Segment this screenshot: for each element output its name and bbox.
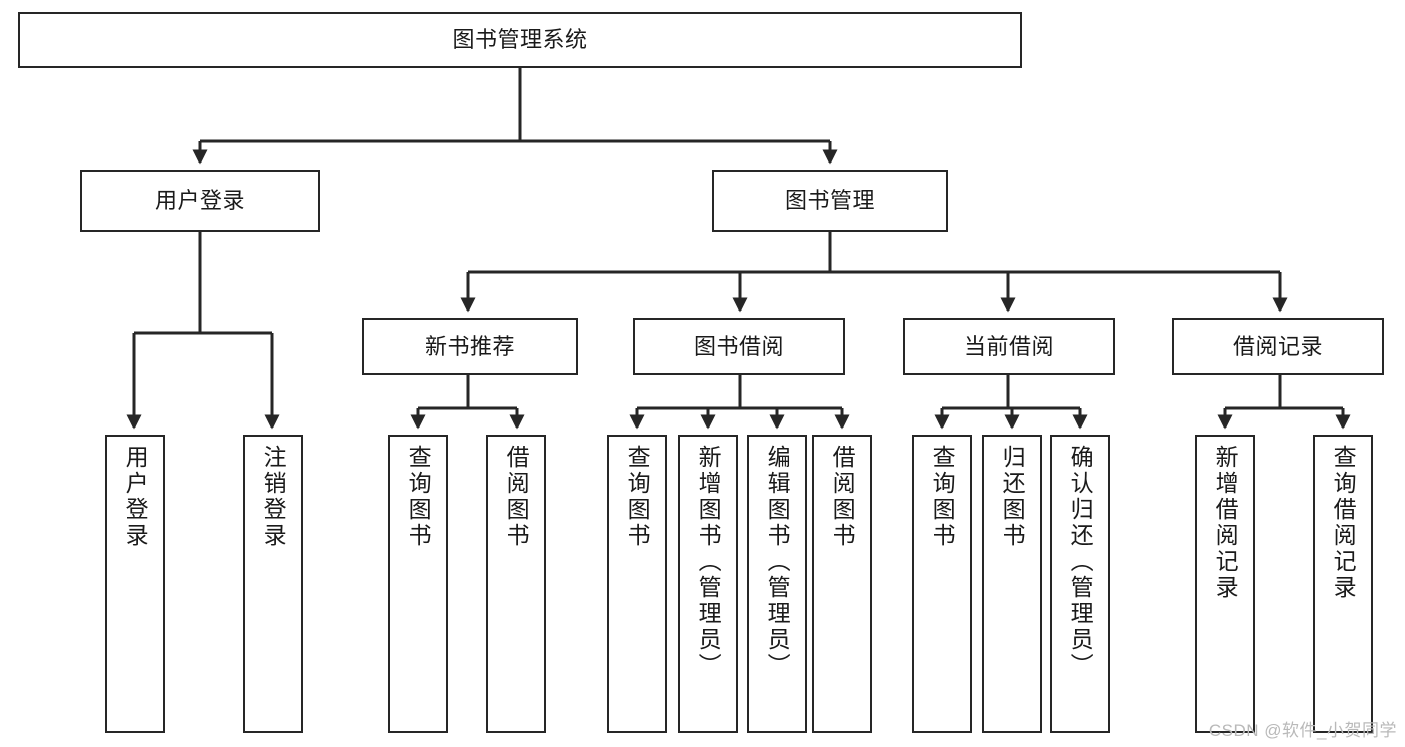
node-leaf-borrow-book-1[interactable]: 借阅图书 bbox=[486, 435, 546, 733]
node-leaf-add-book-label: 新增图书（管理员） bbox=[695, 445, 722, 679]
node-book-manage[interactable]: 图书管理 bbox=[712, 170, 948, 232]
node-leaf-query-book-1-label: 查询图书 bbox=[405, 445, 432, 549]
node-current-borrow[interactable]: 当前借阅 bbox=[903, 318, 1115, 375]
node-root-label: 图书管理系统 bbox=[452, 27, 588, 53]
node-leaf-confirm-return[interactable]: 确认归还（管理员） bbox=[1050, 435, 1110, 733]
node-leaf-add-book[interactable]: 新增图书（管理员） bbox=[678, 435, 738, 733]
node-book-manage-label: 图书管理 bbox=[784, 188, 875, 214]
node-borrow-record[interactable]: 借阅记录 bbox=[1172, 318, 1384, 375]
node-leaf-confirm-return-label: 确认归还（管理员） bbox=[1067, 445, 1094, 679]
node-leaf-return-book[interactable]: 归还图书 bbox=[982, 435, 1042, 733]
node-leaf-query-book-2-label: 查询图书 bbox=[624, 445, 651, 549]
node-new-book-recommend-label: 新书推荐 bbox=[424, 333, 515, 359]
watermark-text: CSDN @软件_小贺同学 bbox=[1208, 721, 1397, 740]
node-leaf-query-record-label: 查询借阅记录 bbox=[1330, 445, 1357, 601]
node-borrow-record-label: 借阅记录 bbox=[1232, 333, 1323, 359]
node-leaf-return-book-label: 归还图书 bbox=[999, 445, 1026, 549]
node-leaf-query-book-1[interactable]: 查询图书 bbox=[388, 435, 448, 733]
node-leaf-edit-book-label: 编辑图书（管理员） bbox=[764, 445, 791, 679]
node-user-login-label: 用户登录 bbox=[154, 188, 245, 214]
node-leaf-query-book-3[interactable]: 查询图书 bbox=[912, 435, 972, 733]
node-leaf-add-record-label: 新增借阅记录 bbox=[1212, 445, 1239, 601]
node-leaf-add-record[interactable]: 新增借阅记录 bbox=[1195, 435, 1255, 733]
node-current-borrow-label: 当前借阅 bbox=[963, 333, 1054, 359]
node-leaf-query-book-3-label: 查询图书 bbox=[929, 445, 956, 549]
node-leaf-query-book-2[interactable]: 查询图书 bbox=[607, 435, 667, 733]
node-book-borrow-label: 图书借阅 bbox=[693, 333, 784, 359]
node-leaf-logout[interactable]: 注销登录 bbox=[243, 435, 303, 733]
node-root[interactable]: 图书管理系统 bbox=[18, 12, 1022, 68]
node-leaf-borrow-book-2[interactable]: 借阅图书 bbox=[812, 435, 872, 733]
node-book-borrow[interactable]: 图书借阅 bbox=[633, 318, 845, 375]
node-leaf-user-login[interactable]: 用户登录 bbox=[105, 435, 165, 733]
node-new-book-recommend[interactable]: 新书推荐 bbox=[362, 318, 578, 375]
node-leaf-query-record[interactable]: 查询借阅记录 bbox=[1313, 435, 1373, 733]
node-leaf-user-login-label: 用户登录 bbox=[122, 445, 149, 549]
node-leaf-borrow-book-2-label: 借阅图书 bbox=[829, 445, 856, 549]
node-leaf-edit-book[interactable]: 编辑图书（管理员） bbox=[747, 435, 807, 733]
node-leaf-borrow-book-1-label: 借阅图书 bbox=[503, 445, 530, 549]
node-user-login[interactable]: 用户登录 bbox=[80, 170, 320, 232]
node-leaf-logout-label: 注销登录 bbox=[260, 445, 287, 549]
